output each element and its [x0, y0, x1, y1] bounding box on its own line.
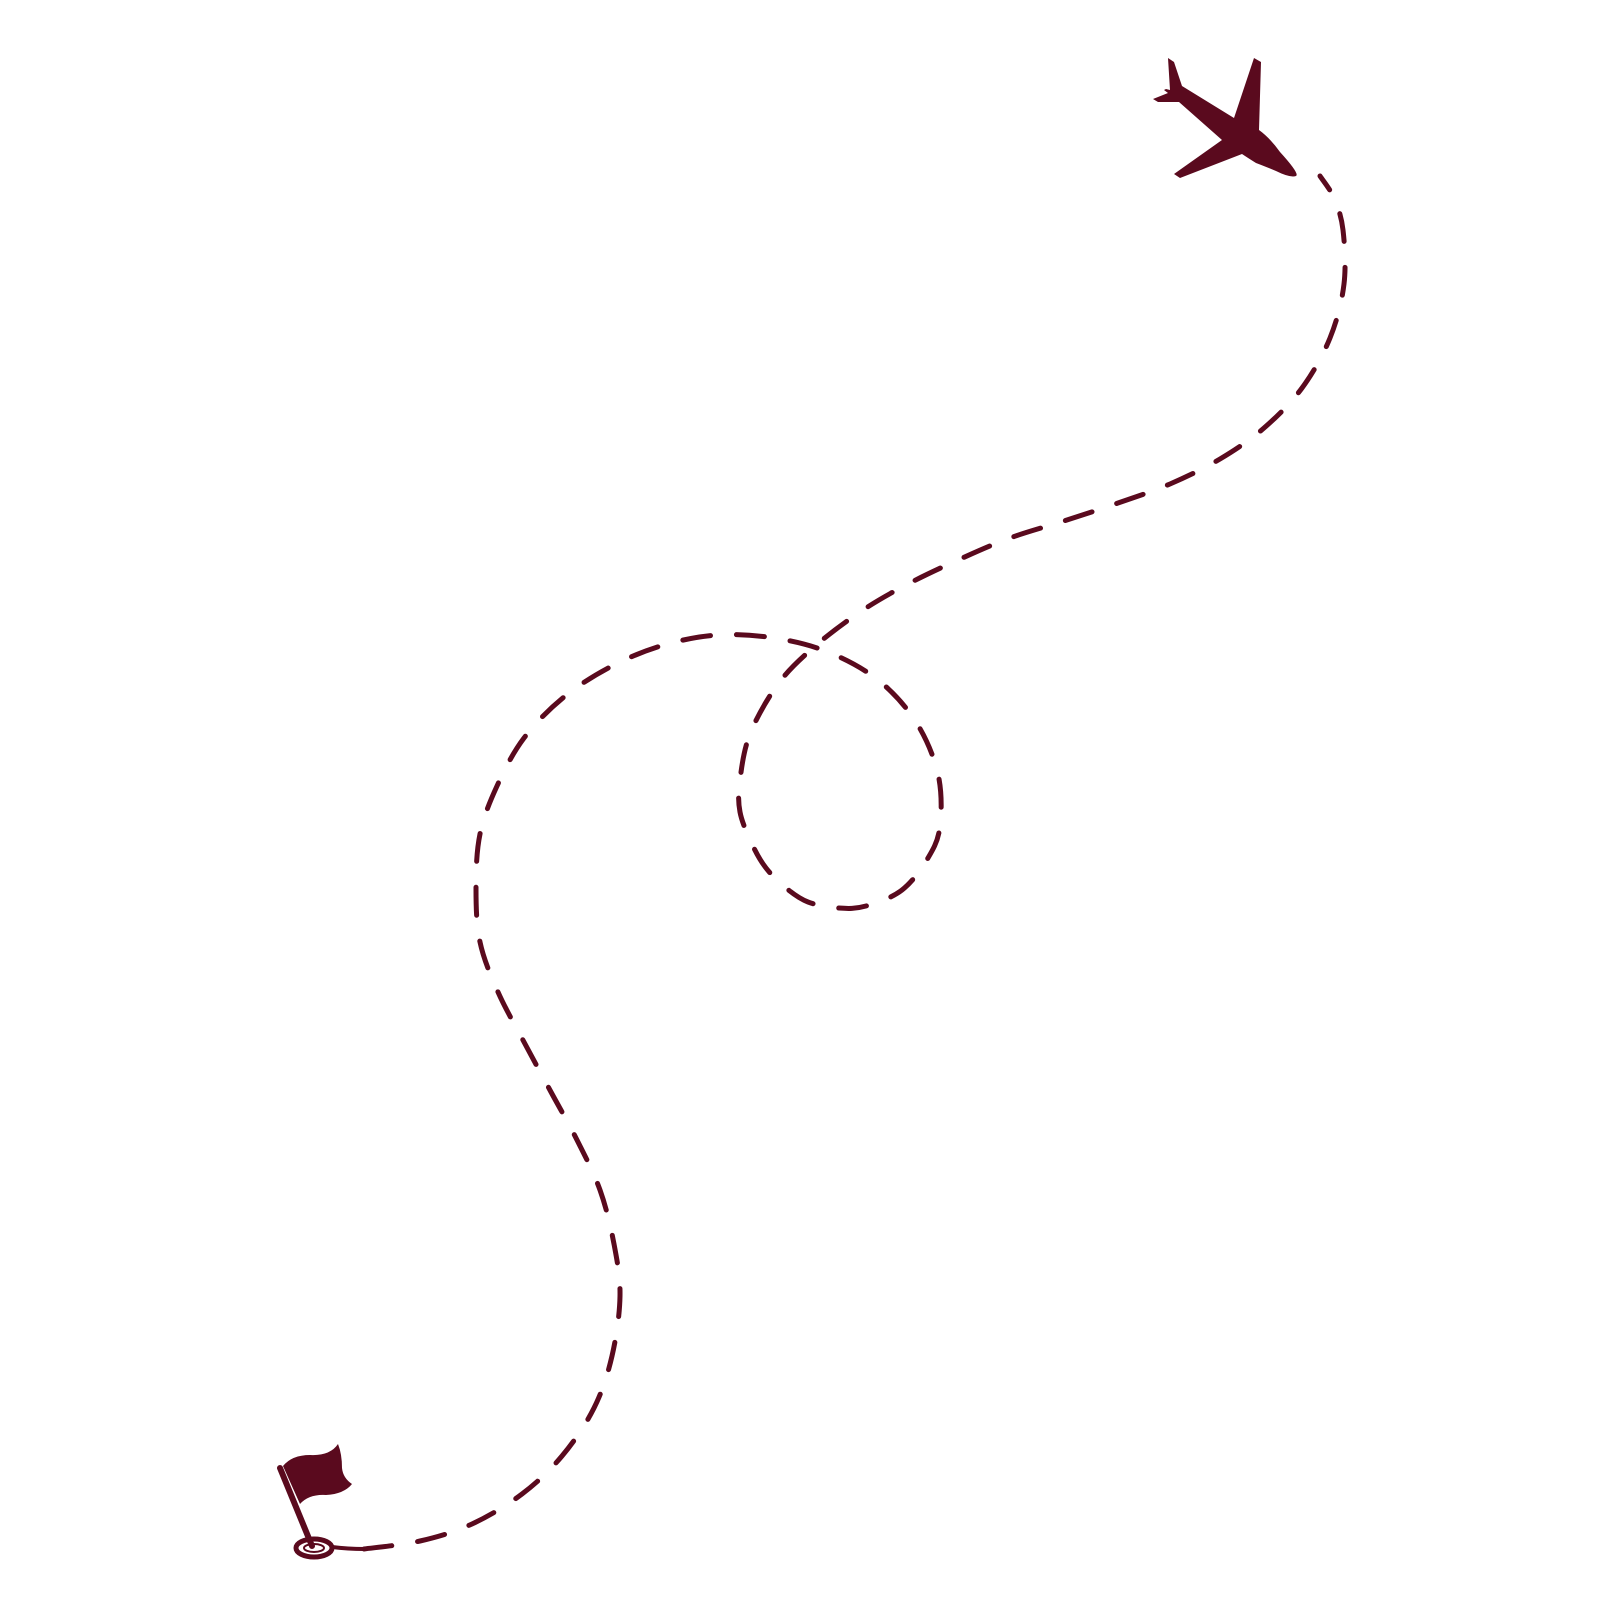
dashed-route-path	[361, 173, 1348, 1552]
flag-icon	[277, 1444, 366, 1560]
airplane-icon	[1153, 58, 1297, 178]
